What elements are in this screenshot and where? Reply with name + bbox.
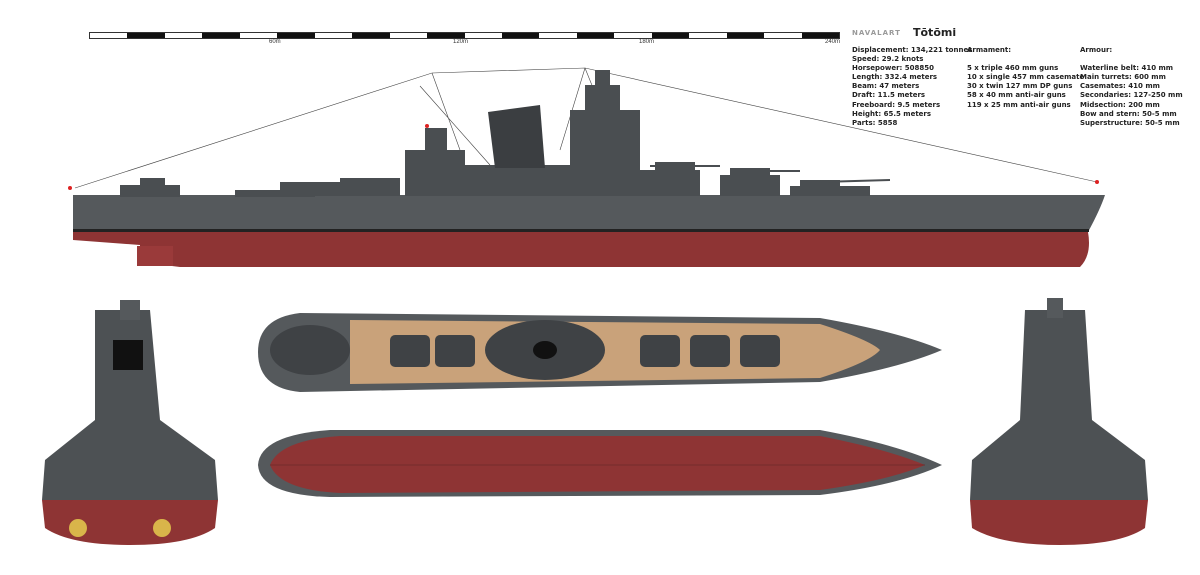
- armour-item: Secondaries: 127-250 mm: [1080, 91, 1183, 100]
- scale-label: 120m: [453, 39, 469, 45]
- scale-segment: [764, 33, 802, 38]
- spec-item: Beam: 47 meters: [852, 82, 920, 91]
- scale-segment: [576, 33, 615, 38]
- armament-item: 58 x 40 mm anti-air guns: [967, 91, 1066, 100]
- specs-list: Displacement: 134,221 tonnes Speed: 29.2…: [852, 46, 972, 128]
- scale-segment: [389, 33, 428, 38]
- scale-label: 240m: [825, 39, 841, 45]
- spec-item: Displacement: 134,221 tonnes: [852, 46, 973, 54]
- scale-segment: [614, 33, 652, 38]
- brand-logo: NAVALART: [852, 29, 901, 37]
- armament-item: 10 x single 457 mm casemate: [967, 73, 1085, 82]
- armament-item: 119 x 25 mm anti-air guns: [967, 100, 1071, 109]
- spec-item: Draft: 11.5 meters: [852, 91, 926, 100]
- top-view: [258, 313, 942, 392]
- armour-item: Waterline belt: 410 mm: [1080, 64, 1174, 73]
- spec-item: Height: 65.5 meters: [852, 109, 932, 118]
- scale-segment: [427, 33, 465, 38]
- scale-segment: [352, 33, 390, 38]
- armour-item: Midsection: 200 mm: [1080, 100, 1160, 109]
- scale-segment: [239, 33, 278, 38]
- rear-view: [970, 298, 1148, 545]
- armour-item: Main turrets: 600 mm: [1080, 73, 1166, 82]
- front-view: [42, 300, 218, 545]
- ship-title: Tōtōmi: [913, 26, 957, 39]
- scale-segment: [651, 33, 690, 38]
- scale-segment: [726, 33, 765, 38]
- armour-item: Superstructure: 50-5 mm: [1080, 118, 1180, 127]
- armament-list: Armament: 5 x triple 460 mm guns 10 x si…: [967, 46, 1084, 110]
- scale-label: 180m: [639, 39, 655, 45]
- armour-item: Bow and stern: 50-5 mm: [1080, 109, 1177, 118]
- scale-segment: [689, 33, 727, 38]
- scale-segment: [90, 33, 128, 38]
- armour-item: Casemates: 410 mm: [1080, 82, 1160, 91]
- side-view: [68, 67, 1105, 267]
- scale-segment: [202, 33, 240, 38]
- armament-item: 30 x twin 127 mm DP guns: [967, 82, 1073, 91]
- scale-segment: [801, 33, 840, 38]
- armament-item: 5 x triple 460 mm guns: [967, 64, 1059, 73]
- scale-segment: [501, 33, 540, 38]
- armour-list: Armour: Waterline belt: 410 mm Main turr…: [1080, 46, 1183, 128]
- scale-segment: [539, 33, 577, 38]
- spec-item: Length: 332.4 meters: [852, 73, 938, 82]
- armour-heading: Armour:: [1080, 46, 1113, 54]
- scale-bar: [89, 32, 840, 39]
- scale-segment: [314, 33, 353, 38]
- spec-item: Freeboard: 9.5 meters: [852, 100, 941, 109]
- bottom-view: [258, 430, 942, 497]
- scale-label: 60m: [269, 39, 281, 45]
- armament-heading: Armament:: [967, 46, 1012, 54]
- spec-item: Horsepower: 508850: [852, 64, 934, 73]
- spec-item: Speed: 29.2 knots: [852, 55, 924, 64]
- scale-segment: [127, 33, 165, 38]
- scale-segment: [277, 33, 315, 38]
- scale-segment: [464, 33, 502, 38]
- scale-segment: [164, 33, 203, 38]
- spec-item: Parts: 5858: [852, 118, 898, 127]
